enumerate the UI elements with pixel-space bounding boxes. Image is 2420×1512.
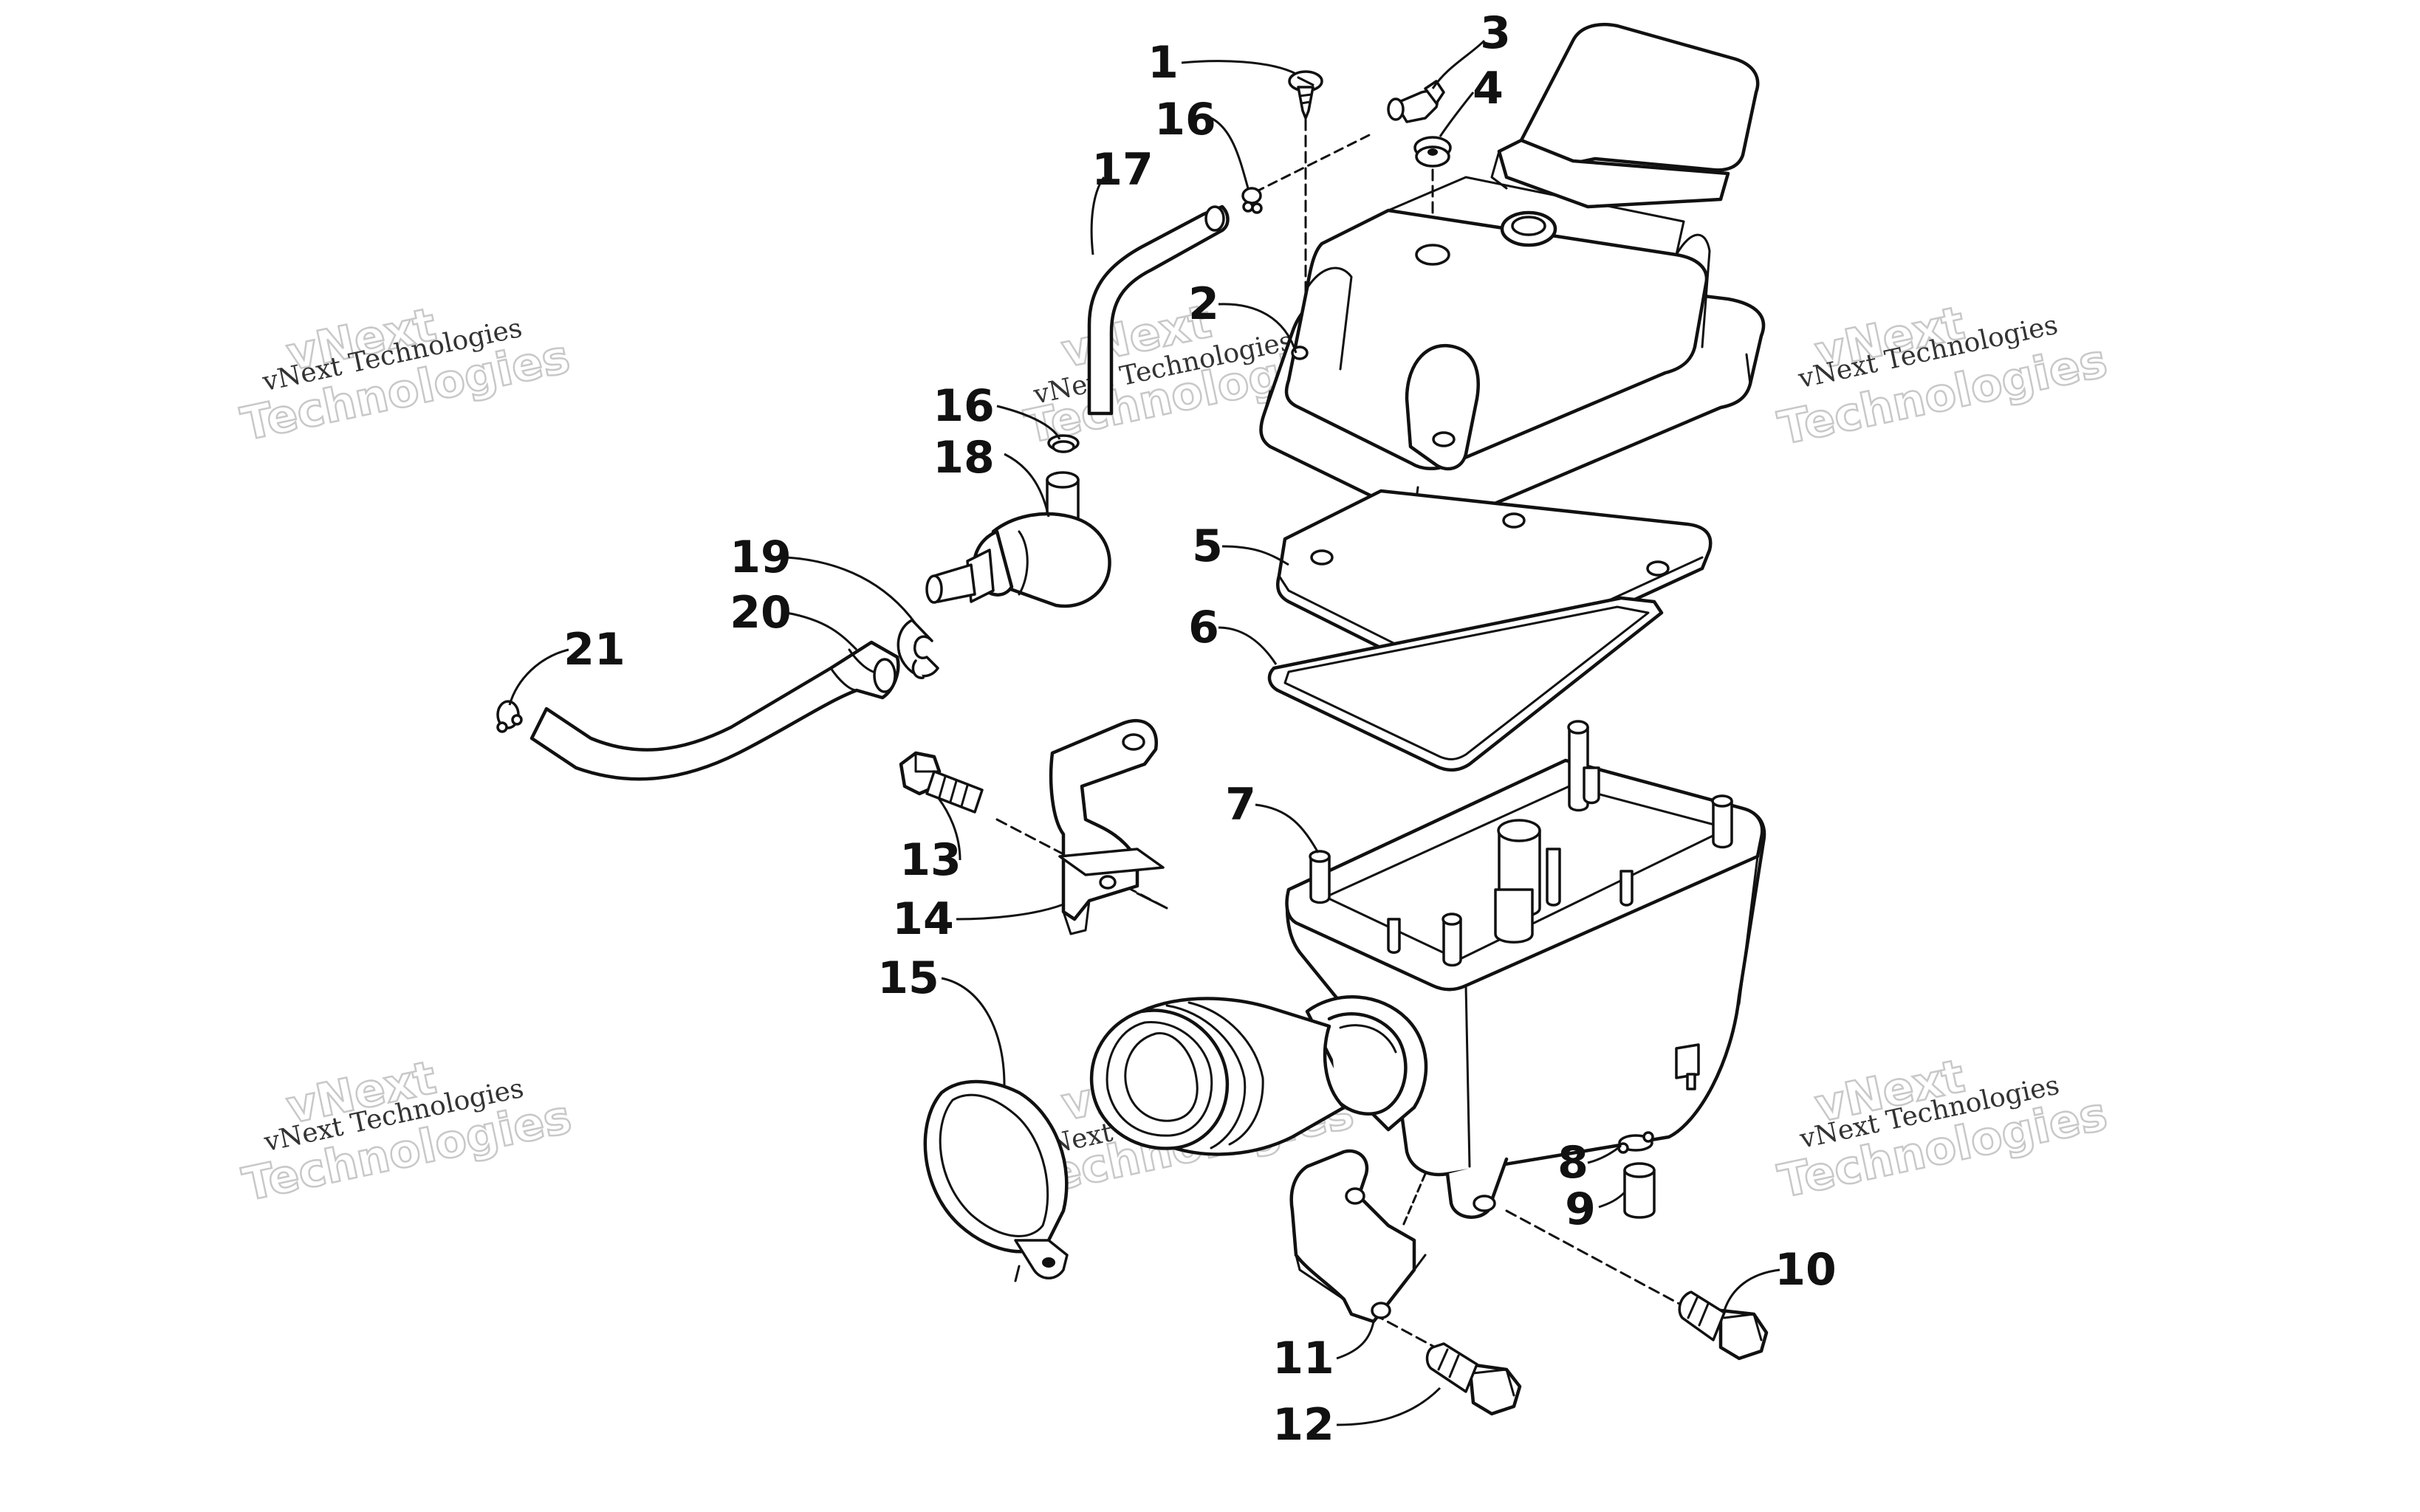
- grommet-part-4: [1413, 136, 1452, 168]
- clamp-part-19: [897, 619, 939, 679]
- callout-13: 13: [899, 834, 962, 886]
- callout-8: 8: [1557, 1137, 1588, 1189]
- screw-part-1: [1288, 70, 1323, 120]
- watermark-top-left: vNext vNext Technologies Technologies: [236, 296, 575, 452]
- callout-16-lower: 16: [933, 380, 995, 432]
- clamp-part-15: [923, 1079, 1069, 1282]
- callout-14: 14: [892, 893, 954, 945]
- breather-valve-part-18: [925, 471, 1111, 608]
- bolt-part-13: [899, 751, 984, 814]
- callout-18: 18: [933, 432, 995, 484]
- clip-part-8: [1617, 1131, 1654, 1154]
- gasket-part-6: [1267, 596, 1664, 772]
- bolt-part-10: [1678, 1291, 1769, 1361]
- hose-part-20: [529, 640, 900, 781]
- cover-snorkel: [1490, 22, 1760, 209]
- leader-lines: [508, 39, 1780, 1426]
- callout-20: 20: [730, 587, 792, 639]
- airbox-housing-part-7: [1285, 720, 1766, 1219]
- watermark-bottom-left: vNext vNext Technologies Technologies: [237, 1049, 577, 1212]
- clamp-part-16-upper: [1241, 187, 1263, 214]
- callout-21: 21: [563, 624, 625, 676]
- callout-16-upper: 16: [1154, 94, 1216, 145]
- callout-1: 1: [1148, 37, 1179, 89]
- bolt-part-12: [1425, 1342, 1522, 1416]
- airbox-cover-part-2: [1259, 176, 1766, 526]
- callout-4: 4: [1473, 63, 1504, 114]
- callout-3: 3: [1480, 7, 1511, 59]
- bracket-part-14: [1049, 718, 1165, 935]
- callout-2: 2: [1188, 278, 1219, 330]
- callout-9: 9: [1565, 1183, 1596, 1235]
- watermark-top-right: vNext vNext Technologies Technologies: [1773, 295, 2113, 456]
- intake-boot: [1089, 997, 1346, 1156]
- drain-plug-part-9: [1623, 1162, 1656, 1219]
- hose-part-17: [1087, 205, 1230, 416]
- callout-10: 10: [1775, 1244, 1837, 1296]
- callout-17: 17: [1091, 144, 1154, 196]
- watermark-bottom-right: vNext vNext Technologies Technologies: [1773, 1048, 2113, 1209]
- callout-5: 5: [1192, 520, 1223, 572]
- callout-11: 11: [1272, 1333, 1334, 1384]
- callout-12: 12: [1272, 1399, 1334, 1451]
- clamp-part-16-lower: [1047, 434, 1080, 453]
- callout-19: 19: [730, 532, 792, 583]
- clamp-part-21: [496, 700, 523, 733]
- elbow-fitting-part-3: [1387, 80, 1445, 123]
- callouts: 1 2 3 4 5 6 7 8 9 10 11 12 13 14 15 16 1…: [563, 7, 1837, 1451]
- callout-15: 15: [877, 952, 939, 1004]
- callout-7: 7: [1225, 779, 1256, 831]
- bracket-part-11: [1289, 1149, 1427, 1324]
- callout-6: 6: [1188, 602, 1219, 653]
